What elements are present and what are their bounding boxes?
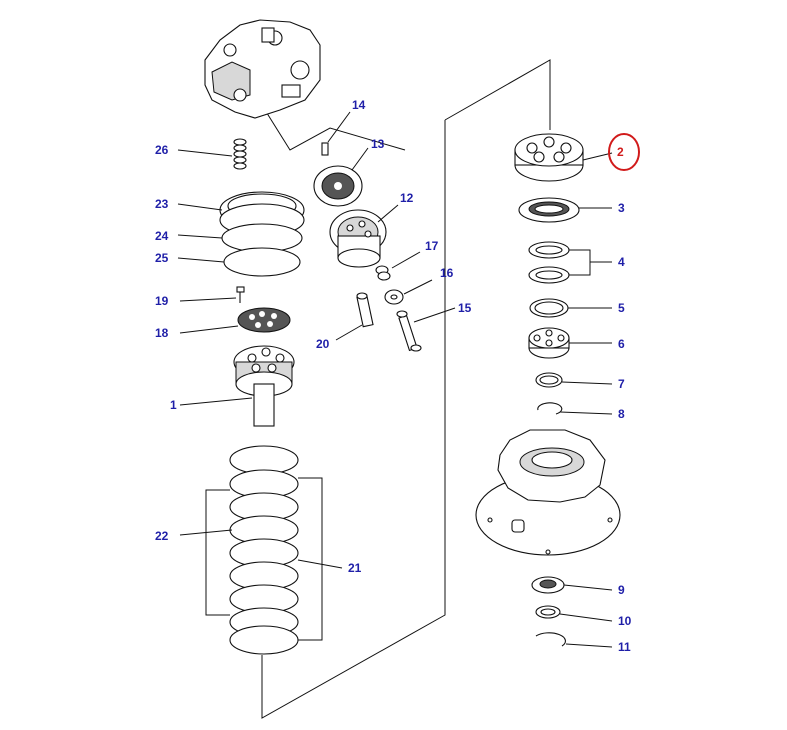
label-23: 23 <box>155 197 169 211</box>
part-24-o-ring <box>177 223 303 253</box>
label-4: 4 <box>618 255 625 269</box>
label-2: 2 <box>617 145 624 159</box>
part-2-bearing <box>514 133 640 182</box>
label-10: 10 <box>618 614 632 628</box>
plate-stack <box>179 445 343 655</box>
label-8: 8 <box>618 407 625 421</box>
part-15-shaft-pin <box>396 307 456 352</box>
part-5-ring <box>529 298 612 318</box>
label-20: 20 <box>316 337 330 351</box>
part-11-snap-ring <box>535 632 613 648</box>
label-1: 1 <box>170 398 177 412</box>
part-14-pin <box>321 111 351 156</box>
label-25: 25 <box>155 251 169 265</box>
label-7: 7 <box>618 377 625 391</box>
part-13-valve-plate <box>313 147 369 207</box>
label-12: 12 <box>400 191 414 205</box>
part-1-shaft <box>179 345 295 427</box>
label-22: 22 <box>155 529 169 543</box>
label-9: 9 <box>618 583 625 597</box>
label-11: 11 <box>618 640 631 654</box>
label-5: 5 <box>618 301 625 315</box>
part-8-snap-ring <box>537 402 613 415</box>
part-3-seal <box>518 197 612 223</box>
valve-block <box>204 19 321 119</box>
part-labels: 1 2 3 4 5 6 7 8 9 10 11 12 13 14 15 16 1… <box>155 98 632 654</box>
highlight-circle <box>608 133 640 171</box>
label-21: 21 <box>348 561 362 575</box>
part-7-snap-ring <box>535 372 613 388</box>
part-25-o-ring <box>177 247 301 277</box>
part-9-bearing <box>531 576 613 594</box>
part-17-spring <box>375 251 421 281</box>
label-18: 18 <box>155 326 169 340</box>
part-4-shims <box>528 241 612 284</box>
label-13: 13 <box>371 137 385 151</box>
label-17: 17 <box>425 239 439 253</box>
part-19-bolt <box>179 286 245 303</box>
label-15: 15 <box>458 301 472 315</box>
part-10-seal-ring <box>535 605 613 622</box>
part-12-cylinder-block <box>329 204 399 268</box>
label-6: 6 <box>618 337 625 351</box>
label-16: 16 <box>440 266 454 280</box>
part-6-bearing <box>528 327 612 359</box>
part-18-retainer-plate <box>179 307 291 334</box>
assembly-frame-lines <box>261 59 551 719</box>
label-14: 14 <box>352 98 366 112</box>
label-26: 26 <box>155 143 169 157</box>
label-19: 19 <box>155 294 169 308</box>
part-16-washer <box>384 279 433 305</box>
label-3: 3 <box>618 201 625 215</box>
label-24: 24 <box>155 229 169 243</box>
motor-housing <box>475 429 621 556</box>
part-26-spring <box>177 138 247 170</box>
part-20-piston <box>335 292 374 341</box>
